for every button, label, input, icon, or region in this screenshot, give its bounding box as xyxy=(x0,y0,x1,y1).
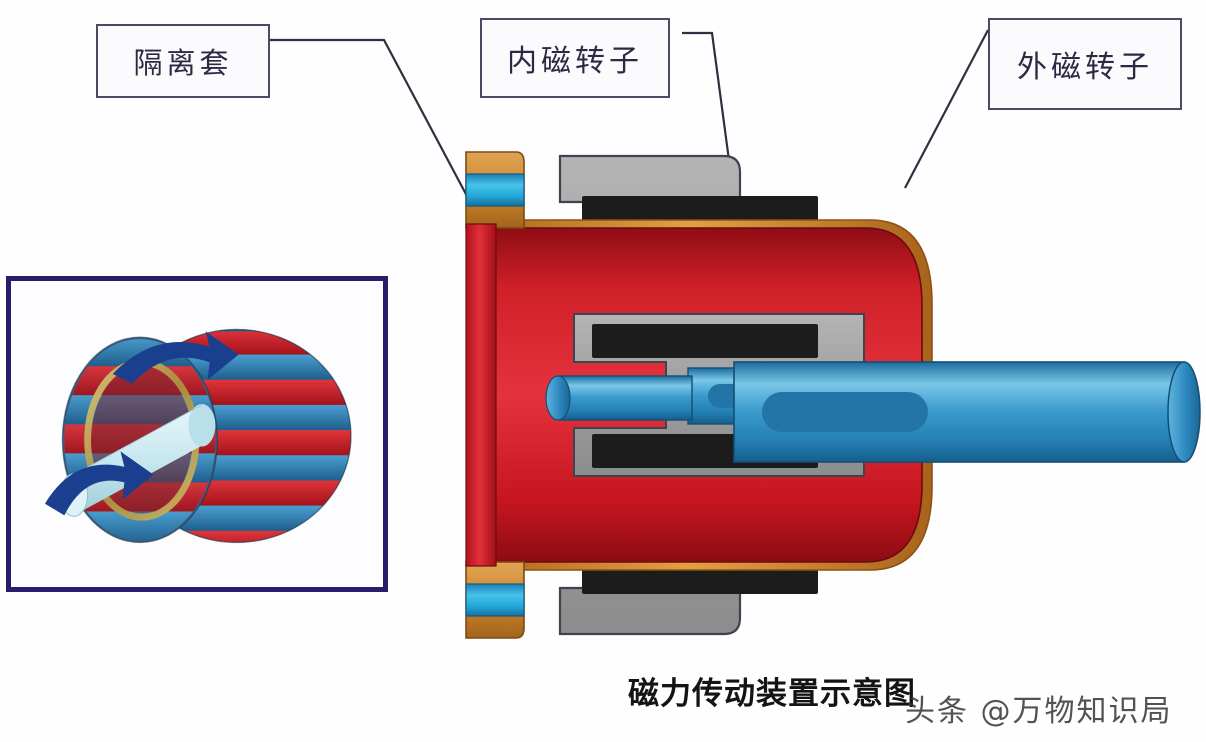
flange-bolt-bottom xyxy=(465,583,525,617)
flange-bolt-top xyxy=(465,173,525,207)
drive-shaft-keyway xyxy=(762,392,928,432)
mounting-flange xyxy=(465,151,525,639)
magnetic-drive-cross-section xyxy=(440,128,1206,662)
inset-illustration xyxy=(44,328,352,544)
callout-outer-rotor: 外磁转子 xyxy=(988,18,1182,110)
rotation-arrow-top xyxy=(112,331,239,384)
figure-caption: 磁力传动装置示意图 xyxy=(628,676,916,712)
pump-shaft-end-face xyxy=(545,375,571,421)
callout-label-outer-rotor: 外磁转子 xyxy=(1017,50,1153,85)
assembly-illustration xyxy=(465,151,1201,639)
drive-shaft-end-face xyxy=(1167,361,1201,463)
inset-3d-rotor-view xyxy=(6,276,388,592)
rotation-arrow-bottom xyxy=(44,451,154,516)
pump-shaft-journal xyxy=(557,375,693,421)
magnet-strip-inner-top xyxy=(592,324,818,358)
callout-label-isolation-sleeve: 隔离套 xyxy=(133,46,233,80)
callout-inner-rotor: 内磁转子 xyxy=(480,18,670,98)
sleeve-left-face xyxy=(465,223,497,567)
callout-label-inner-rotor: 内磁转子 xyxy=(507,44,643,79)
inset-rotation-arrows xyxy=(44,331,239,516)
callout-isolation-sleeve: 隔离套 xyxy=(96,24,270,98)
drive-shaft-visible xyxy=(733,361,1201,463)
watermark: 头条 @万物知识局 xyxy=(905,694,1173,729)
